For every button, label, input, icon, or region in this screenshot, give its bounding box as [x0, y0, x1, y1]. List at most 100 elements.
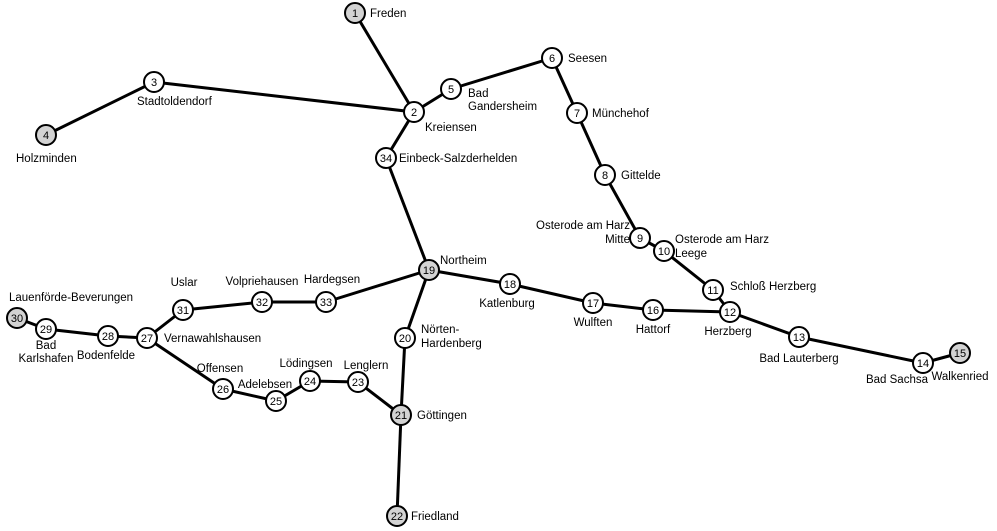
station-node-15: 15	[949, 342, 971, 364]
station-number: 1	[352, 8, 358, 20]
station-label-line: Nörten-	[421, 324, 460, 336]
station-circle	[653, 240, 675, 262]
station-circle	[315, 291, 337, 313]
station-label-2: Kreiensen	[425, 122, 477, 134]
track-17-18	[508, 282, 595, 305]
track-1-2	[353, 11, 416, 114]
station-number: 15	[954, 348, 966, 360]
station-number: 9	[637, 233, 643, 245]
station-node-13: 13	[788, 326, 810, 348]
station-circle	[390, 404, 412, 426]
station-label-11: Schloß Herzberg	[730, 281, 816, 293]
station-circle	[582, 292, 604, 314]
station-label-22: Friedland	[411, 511, 459, 523]
station-circle	[172, 299, 194, 321]
station-number: 22	[391, 511, 403, 523]
track-4-3	[44, 80, 156, 137]
station-label-4: Holzminden	[16, 153, 77, 165]
station-node-18: 18	[499, 273, 521, 295]
station-node-30: 30	[6, 307, 28, 329]
station-node-28: 28	[97, 325, 119, 347]
station-number: 28	[102, 331, 114, 343]
station-node-22: 22	[386, 505, 408, 527]
track-26-27	[145, 336, 225, 391]
station-number: 7	[574, 108, 580, 120]
station-number: 14	[917, 358, 929, 370]
station-circle	[344, 2, 366, 24]
station-node-20: 20	[394, 327, 416, 349]
station-label-7: Münchehof	[592, 108, 650, 120]
station-label-33: Hardegsen	[304, 274, 360, 286]
station-number: 27	[141, 333, 153, 345]
station-node-17: 17	[582, 292, 604, 314]
station-circle	[6, 307, 28, 329]
station-label-13: Bad Lauterberg	[759, 353, 838, 365]
station-label-20: Nörten- Hardenberg	[421, 324, 482, 350]
station-number: 2	[411, 107, 417, 119]
station-label-15: Walkenried	[931, 371, 988, 383]
station-label-30: Lauenförde-Beverungen	[9, 292, 133, 304]
station-number: 3	[151, 77, 157, 89]
station-circle	[440, 78, 462, 100]
track-31-32	[181, 300, 264, 312]
track-7-8	[575, 111, 607, 177]
station-number: 31	[177, 305, 189, 317]
station-nodes: 1234567891011121314151617181920212223242…	[6, 2, 971, 527]
station-label-line: Gandersheim	[468, 101, 537, 113]
station-number: 34	[380, 153, 392, 165]
station-node-31: 31	[172, 299, 194, 321]
station-label-26: Offensen	[197, 363, 243, 375]
track-12-13	[728, 310, 801, 339]
station-node-10: 10	[653, 240, 675, 262]
station-number: 18	[504, 279, 516, 291]
station-circle	[403, 101, 425, 123]
station-label-line: Osterode am Harz	[536, 220, 630, 232]
station-circle	[594, 164, 616, 186]
track-3-2	[152, 80, 416, 114]
station-circle	[949, 342, 971, 364]
station-label-8: Gittelde	[621, 170, 661, 182]
track-34-19	[384, 156, 431, 272]
station-number: 4	[43, 130, 49, 142]
station-number: 21	[395, 410, 407, 422]
station-circle	[541, 47, 563, 69]
station-label-27: Vernawahlshausen	[164, 333, 261, 345]
track-13-14	[797, 335, 925, 365]
station-label-23: Lenglern	[344, 360, 389, 372]
station-number: 11	[707, 285, 718, 297]
station-circle	[642, 299, 664, 321]
station-circle	[265, 390, 287, 412]
station-number: 13	[793, 332, 805, 344]
station-circle	[788, 326, 810, 348]
station-circle	[35, 318, 57, 340]
station-circle	[299, 370, 321, 392]
station-number: 29	[40, 324, 52, 336]
station-number: 24	[304, 376, 316, 388]
station-node-16: 16	[642, 299, 664, 321]
station-number: 16	[647, 305, 659, 317]
station-number: 6	[549, 53, 555, 65]
station-node-2: 2	[403, 101, 425, 123]
station-label-line: Hardenberg	[421, 338, 482, 350]
station-label-1: Freden	[370, 8, 406, 20]
station-circle	[251, 291, 273, 313]
station-number: 10	[658, 246, 670, 258]
station-label-line: Leege	[675, 248, 707, 260]
track-8-9	[603, 173, 642, 240]
station-circle	[347, 371, 369, 393]
station-node-14: 14	[912, 352, 934, 374]
station-node-4: 4	[35, 124, 57, 146]
station-label-12: Herzberg	[704, 326, 751, 338]
station-node-34: 34	[375, 147, 397, 169]
station-circle	[97, 325, 119, 347]
station-circle	[566, 102, 588, 124]
station-label-18: Katlenburg	[479, 298, 535, 310]
track-12-16	[651, 308, 732, 314]
station-label-line: Osterode am Harz	[675, 234, 769, 246]
station-circle	[136, 327, 158, 349]
